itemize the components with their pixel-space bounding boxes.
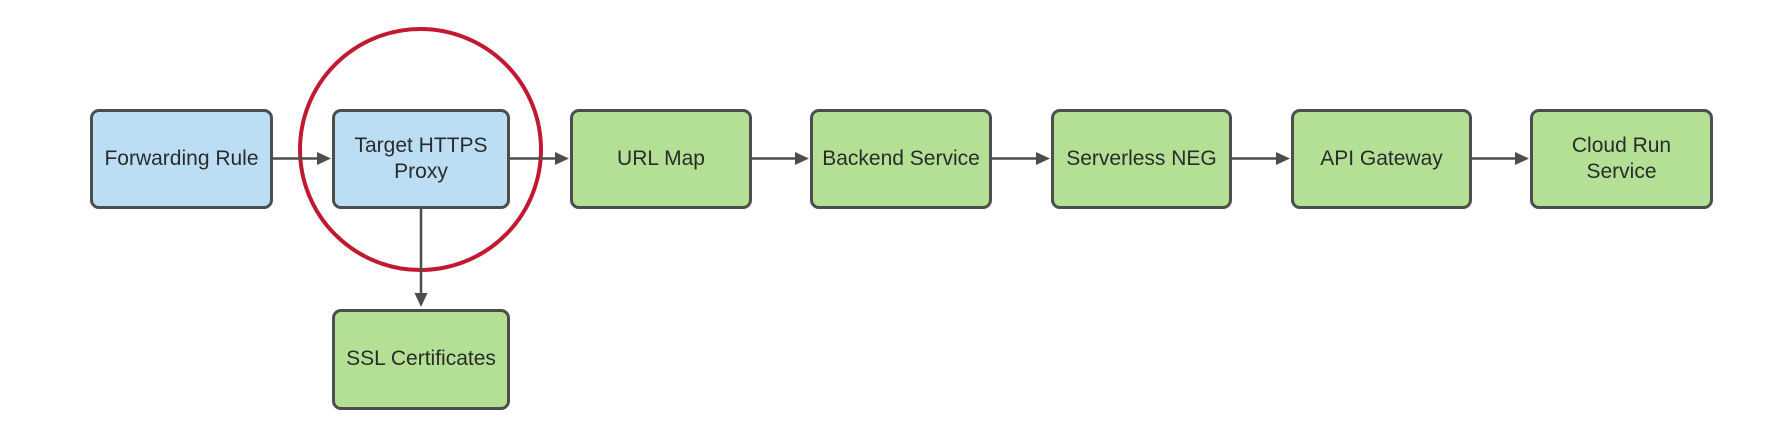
node-target-https-proxy: Target HTTPS Proxy bbox=[332, 109, 510, 209]
arrowhead-icon bbox=[1036, 152, 1050, 165]
arrowhead-icon bbox=[795, 152, 809, 165]
arrowhead-icon bbox=[414, 293, 428, 307]
edge-neg-to-gateway bbox=[1232, 152, 1290, 165]
arrowhead-icon bbox=[555, 152, 569, 165]
edge-proxy-to-urlmap bbox=[510, 152, 569, 165]
edge-backend-to-neg bbox=[992, 152, 1050, 165]
arrowhead-icon bbox=[1515, 152, 1529, 165]
node-url-map: URL Map bbox=[570, 109, 752, 209]
arrowhead-icon bbox=[1276, 152, 1290, 165]
edge-gateway-to-cloudrun bbox=[1472, 152, 1529, 165]
node-cloud-run-service: Cloud Run Service bbox=[1530, 109, 1713, 209]
node-api-gateway: API Gateway bbox=[1291, 109, 1472, 209]
edge-urlmap-to-backend bbox=[752, 152, 809, 165]
node-ssl-certificates: SSL Certificates bbox=[332, 309, 510, 410]
arrowhead-icon bbox=[317, 152, 331, 165]
edge-proxy-to-ssl bbox=[414, 208, 428, 307]
node-forwarding-rule: Forwarding Rule bbox=[90, 109, 273, 209]
node-serverless-neg: Serverless NEG bbox=[1051, 109, 1232, 209]
node-backend-service: Backend Service bbox=[810, 109, 992, 209]
edge-forwarding-to-proxy bbox=[273, 152, 331, 165]
